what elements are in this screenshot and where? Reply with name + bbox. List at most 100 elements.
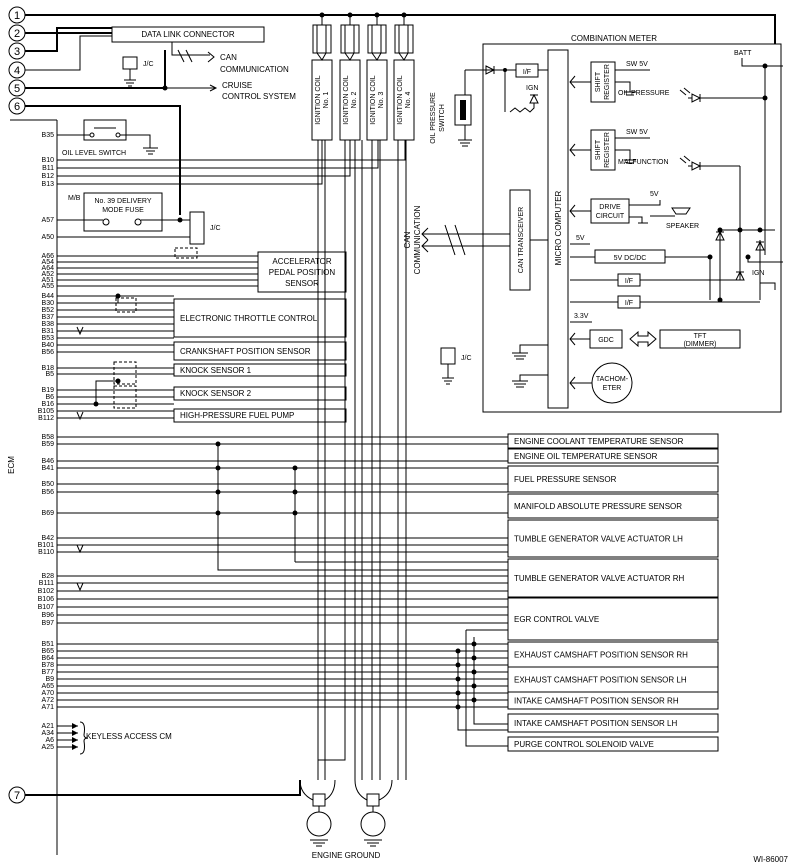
aps-label-1: PEDAL POSITION xyxy=(269,268,336,277)
svg-text:No. 3: No. 3 xyxy=(378,92,385,109)
ecm-pin-B40: B40 xyxy=(42,342,55,349)
combination-meter: COMBINATION METER MICRO COMPUTER CAN TRA… xyxy=(403,34,783,413)
can-transceiver-label: CAN TRANSCEIVER xyxy=(518,207,525,273)
jc-meter-label: J/C xyxy=(461,355,472,362)
svg-text:EGR CONTROL VALVE: EGR CONTROL VALVE xyxy=(514,615,599,624)
ecm-pin-B59: B59 xyxy=(42,441,55,448)
ecm-pin-B12: B12 xyxy=(42,173,55,180)
if-label-1: I/F xyxy=(625,278,633,285)
ecm-pin-B64: B64 xyxy=(42,655,55,662)
ecm-pin-A21: A21 xyxy=(42,723,55,730)
callout-6: 6 xyxy=(8,97,26,115)
ecm-pin-A34: A34 xyxy=(42,730,55,737)
svg-text:7: 7 xyxy=(14,790,20,802)
oil-pressure-switch-label-1: OIL PRESSURE xyxy=(430,92,437,144)
tft-label-2: (DIMMER) xyxy=(683,341,716,348)
tft-label-1: TFT xyxy=(694,333,708,340)
callout-7: 7 xyxy=(8,786,26,804)
cruise-control-line1: CRUISE xyxy=(222,81,252,90)
ecm-pin-B102: B102 xyxy=(38,588,54,595)
cruise-control-line2: CONTROL SYSTEM xyxy=(222,92,296,101)
jc-top xyxy=(122,56,138,70)
shift-register-2-label-a: SHIFT xyxy=(595,139,602,160)
lower-sensor-3: MANIFOLD ABSOLUTE PRESSURE SENSOR xyxy=(507,493,719,519)
upper-sensor-label-0: ELECTRONIC THROTTLE CONTROL xyxy=(180,314,318,323)
engine-ground-2 xyxy=(354,779,393,847)
upper-sensor-label-2: KNOCK SENSOR 1 xyxy=(180,366,252,375)
lower-sensor-5: TUMBLE GENERATOR VALVE ACTUATOR RH xyxy=(507,558,719,598)
svg-text:TUMBLE GENERATOR VALVE ACTUATO: TUMBLE GENERATOR VALVE ACTUATOR LH xyxy=(514,535,683,544)
ecm-label: ECM xyxy=(7,456,16,474)
ecm-pin-B44: B44 xyxy=(42,293,55,300)
jc-mid xyxy=(189,211,205,245)
oil-level-switch: OIL LEVEL SWITCH xyxy=(57,119,158,157)
svg-text:EXHAUST CAMSHAFT POSITION SENS: EXHAUST CAMSHAFT POSITION SENSOR LH xyxy=(514,676,687,685)
knock-sensor-2 xyxy=(173,386,347,401)
svg-text:6: 6 xyxy=(14,101,20,113)
ecm-pin-A50: A50 xyxy=(42,234,55,241)
can-communication-top-line2: COMMUNICATION xyxy=(220,65,289,74)
micro-computer xyxy=(547,49,569,409)
upper-sensor-label-1: CRANKSHAFT POSITION SENSOR xyxy=(180,347,311,356)
ecm-pin-B18: B18 xyxy=(42,365,55,372)
lower-sensor-11: PURGE CONTROL SOLENOID VALVE xyxy=(507,736,719,752)
tachometer xyxy=(591,362,633,404)
jc-mid-label: J/C xyxy=(210,225,221,232)
tft-dimmer xyxy=(659,329,741,349)
svg-text:IGNITION COIL: IGNITION COIL xyxy=(343,75,350,125)
ecm-pin-B30: B30 xyxy=(42,300,55,307)
ecm-pin-B10: B10 xyxy=(42,157,55,164)
ecm-pin-B101: B101 xyxy=(38,542,54,549)
ecm-pin-B41: B41 xyxy=(42,465,55,472)
ecm-pin-B110: B110 xyxy=(38,549,54,556)
v5-label-2: 5V xyxy=(576,235,585,242)
drive-circuit xyxy=(590,198,630,224)
ecm-pin-B5: B5 xyxy=(45,371,54,378)
ecm-pin-B65: B65 xyxy=(42,648,55,655)
oil-level-switch-label: OIL LEVEL SWITCH xyxy=(62,150,126,157)
ecm-pin-A71: A71 xyxy=(42,704,55,711)
callout-5: 5 xyxy=(8,79,26,97)
ecm-pin-B46: B46 xyxy=(42,458,55,465)
svg-text:No. 4: No. 4 xyxy=(405,92,412,109)
jc-meter xyxy=(440,347,456,365)
svg-text:1: 1 xyxy=(14,10,20,22)
lower-sensor-1: ENGINE OIL TEMPERATURE SENSOR xyxy=(507,448,719,464)
tachometer-label-1: TACHOM- xyxy=(596,376,629,383)
accelerator-pedal-position-sensor xyxy=(257,251,347,293)
data-link-connector-label: DATA LINK CONNECTOR xyxy=(141,30,235,39)
if-label-2: I/F xyxy=(625,300,633,307)
mb-label: M/B xyxy=(68,195,81,202)
callout-4: 4 xyxy=(8,61,26,79)
lower-sensor-7: EXHAUST CAMSHAFT POSITION SENSOR RH xyxy=(507,641,719,668)
ecm-pin-B52: B52 xyxy=(42,307,55,314)
ecm-pin-A66: A66 xyxy=(42,253,55,260)
if-label-top: I/F xyxy=(523,69,531,76)
coil-ground-lines xyxy=(317,140,407,780)
upper-sensor-label-3: KNOCK SENSOR 2 xyxy=(180,389,252,398)
tachometer-label-2: ETER xyxy=(603,385,622,392)
ecm-pin-B53: B53 xyxy=(42,335,55,342)
can-communication-top-line1: CAN xyxy=(220,53,237,62)
ecm-pin-B107: B107 xyxy=(38,604,54,611)
lower-sensor-10: INTAKE CAMSHAFT POSITION SENSOR LH xyxy=(507,713,719,733)
shift-register-1-label-b: REGISTER xyxy=(604,64,611,100)
ecm-pin-A70: A70 xyxy=(42,690,55,697)
ecm-pin-B6: B6 xyxy=(45,394,54,401)
ecm-pin-B51: B51 xyxy=(42,641,55,648)
callout-2: 2 xyxy=(8,24,26,42)
callout-1: 1 xyxy=(8,6,26,24)
shift-register-1-label-a: SHIFT xyxy=(595,71,602,92)
aps-label-0: ACCELERATOR xyxy=(272,257,331,266)
ecm-pin-B38: B38 xyxy=(42,321,55,328)
figure-id: WI-86007 xyxy=(753,855,788,864)
svg-text:5: 5 xyxy=(14,83,20,95)
ecm-pin-A64: A64 xyxy=(42,265,55,272)
ecm-pin-B19: B19 xyxy=(42,387,55,394)
ign-label-right: IGN xyxy=(752,270,764,277)
svg-text:3: 3 xyxy=(14,46,20,58)
